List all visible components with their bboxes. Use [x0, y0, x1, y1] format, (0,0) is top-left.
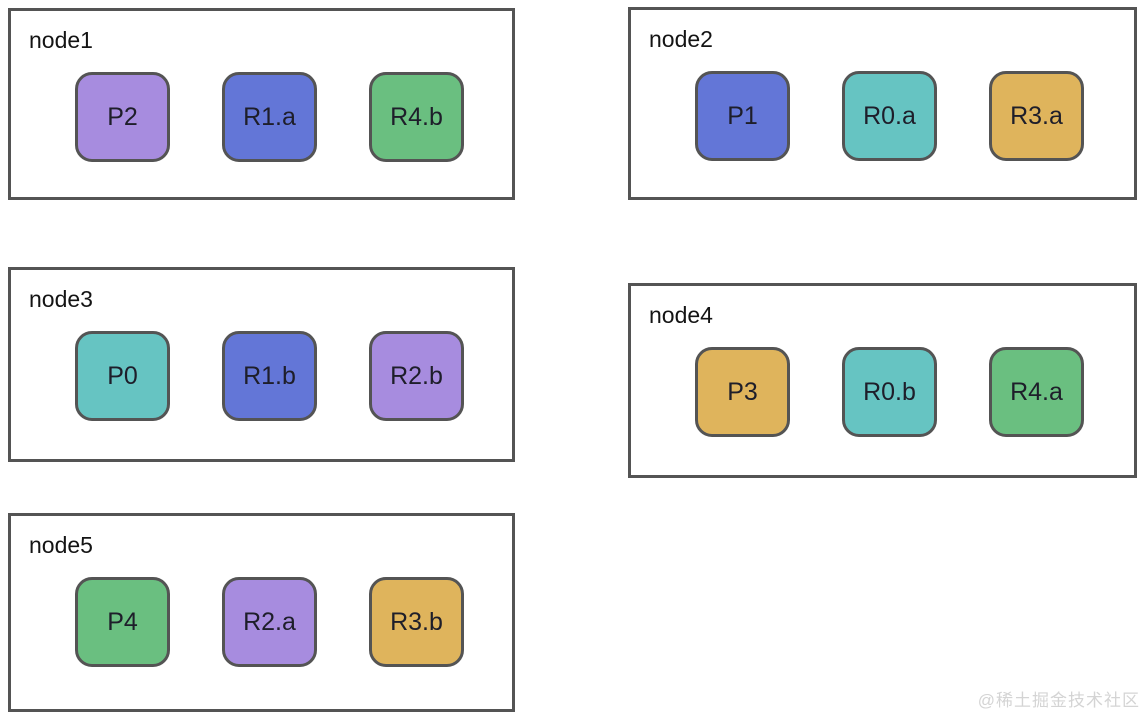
chip-row: P2 R1.a R4.b [75, 72, 464, 162]
chip-r0b: R0.b [842, 347, 937, 437]
node-box-node4: node4 P3 R0.b R4.a [628, 283, 1137, 478]
chip-row: P4 R2.a R3.b [75, 577, 464, 667]
chip-r0a: R0.a [842, 71, 937, 161]
node-box-node1: node1 P2 R1.a R4.b [8, 8, 515, 200]
chip-p1: P1 [695, 71, 790, 161]
chip-p2: P2 [75, 72, 170, 162]
chip-row: P3 R0.b R4.a [695, 347, 1084, 437]
chip-p3: P3 [695, 347, 790, 437]
chip-r1b: R1.b [222, 331, 317, 421]
node-box-node3: node3 P0 R1.b R2.b [8, 267, 515, 462]
chip-r2a: R2.a [222, 577, 317, 667]
chip-row: P1 R0.a R3.a [695, 71, 1084, 161]
node-label: node4 [649, 302, 713, 328]
watermark: @稀土掘金技术社区 [977, 691, 1140, 710]
node-label: node5 [29, 532, 93, 558]
chip-r3a: R3.a [989, 71, 1084, 161]
node-box-node2: node2 P1 R0.a R3.a [628, 7, 1137, 200]
chip-p0: P0 [75, 331, 170, 421]
node-box-node5: node5 P4 R2.a R3.b [8, 513, 515, 712]
chip-r4a: R4.a [989, 347, 1084, 437]
node-label: node1 [29, 27, 93, 53]
chip-r1a: R1.a [222, 72, 317, 162]
chip-r2b: R2.b [369, 331, 464, 421]
chip-p4: P4 [75, 577, 170, 667]
chip-r3b: R3.b [369, 577, 464, 667]
chip-row: P0 R1.b R2.b [75, 331, 464, 421]
chip-r4b: R4.b [369, 72, 464, 162]
node-label: node3 [29, 286, 93, 312]
node-label: node2 [649, 26, 713, 52]
